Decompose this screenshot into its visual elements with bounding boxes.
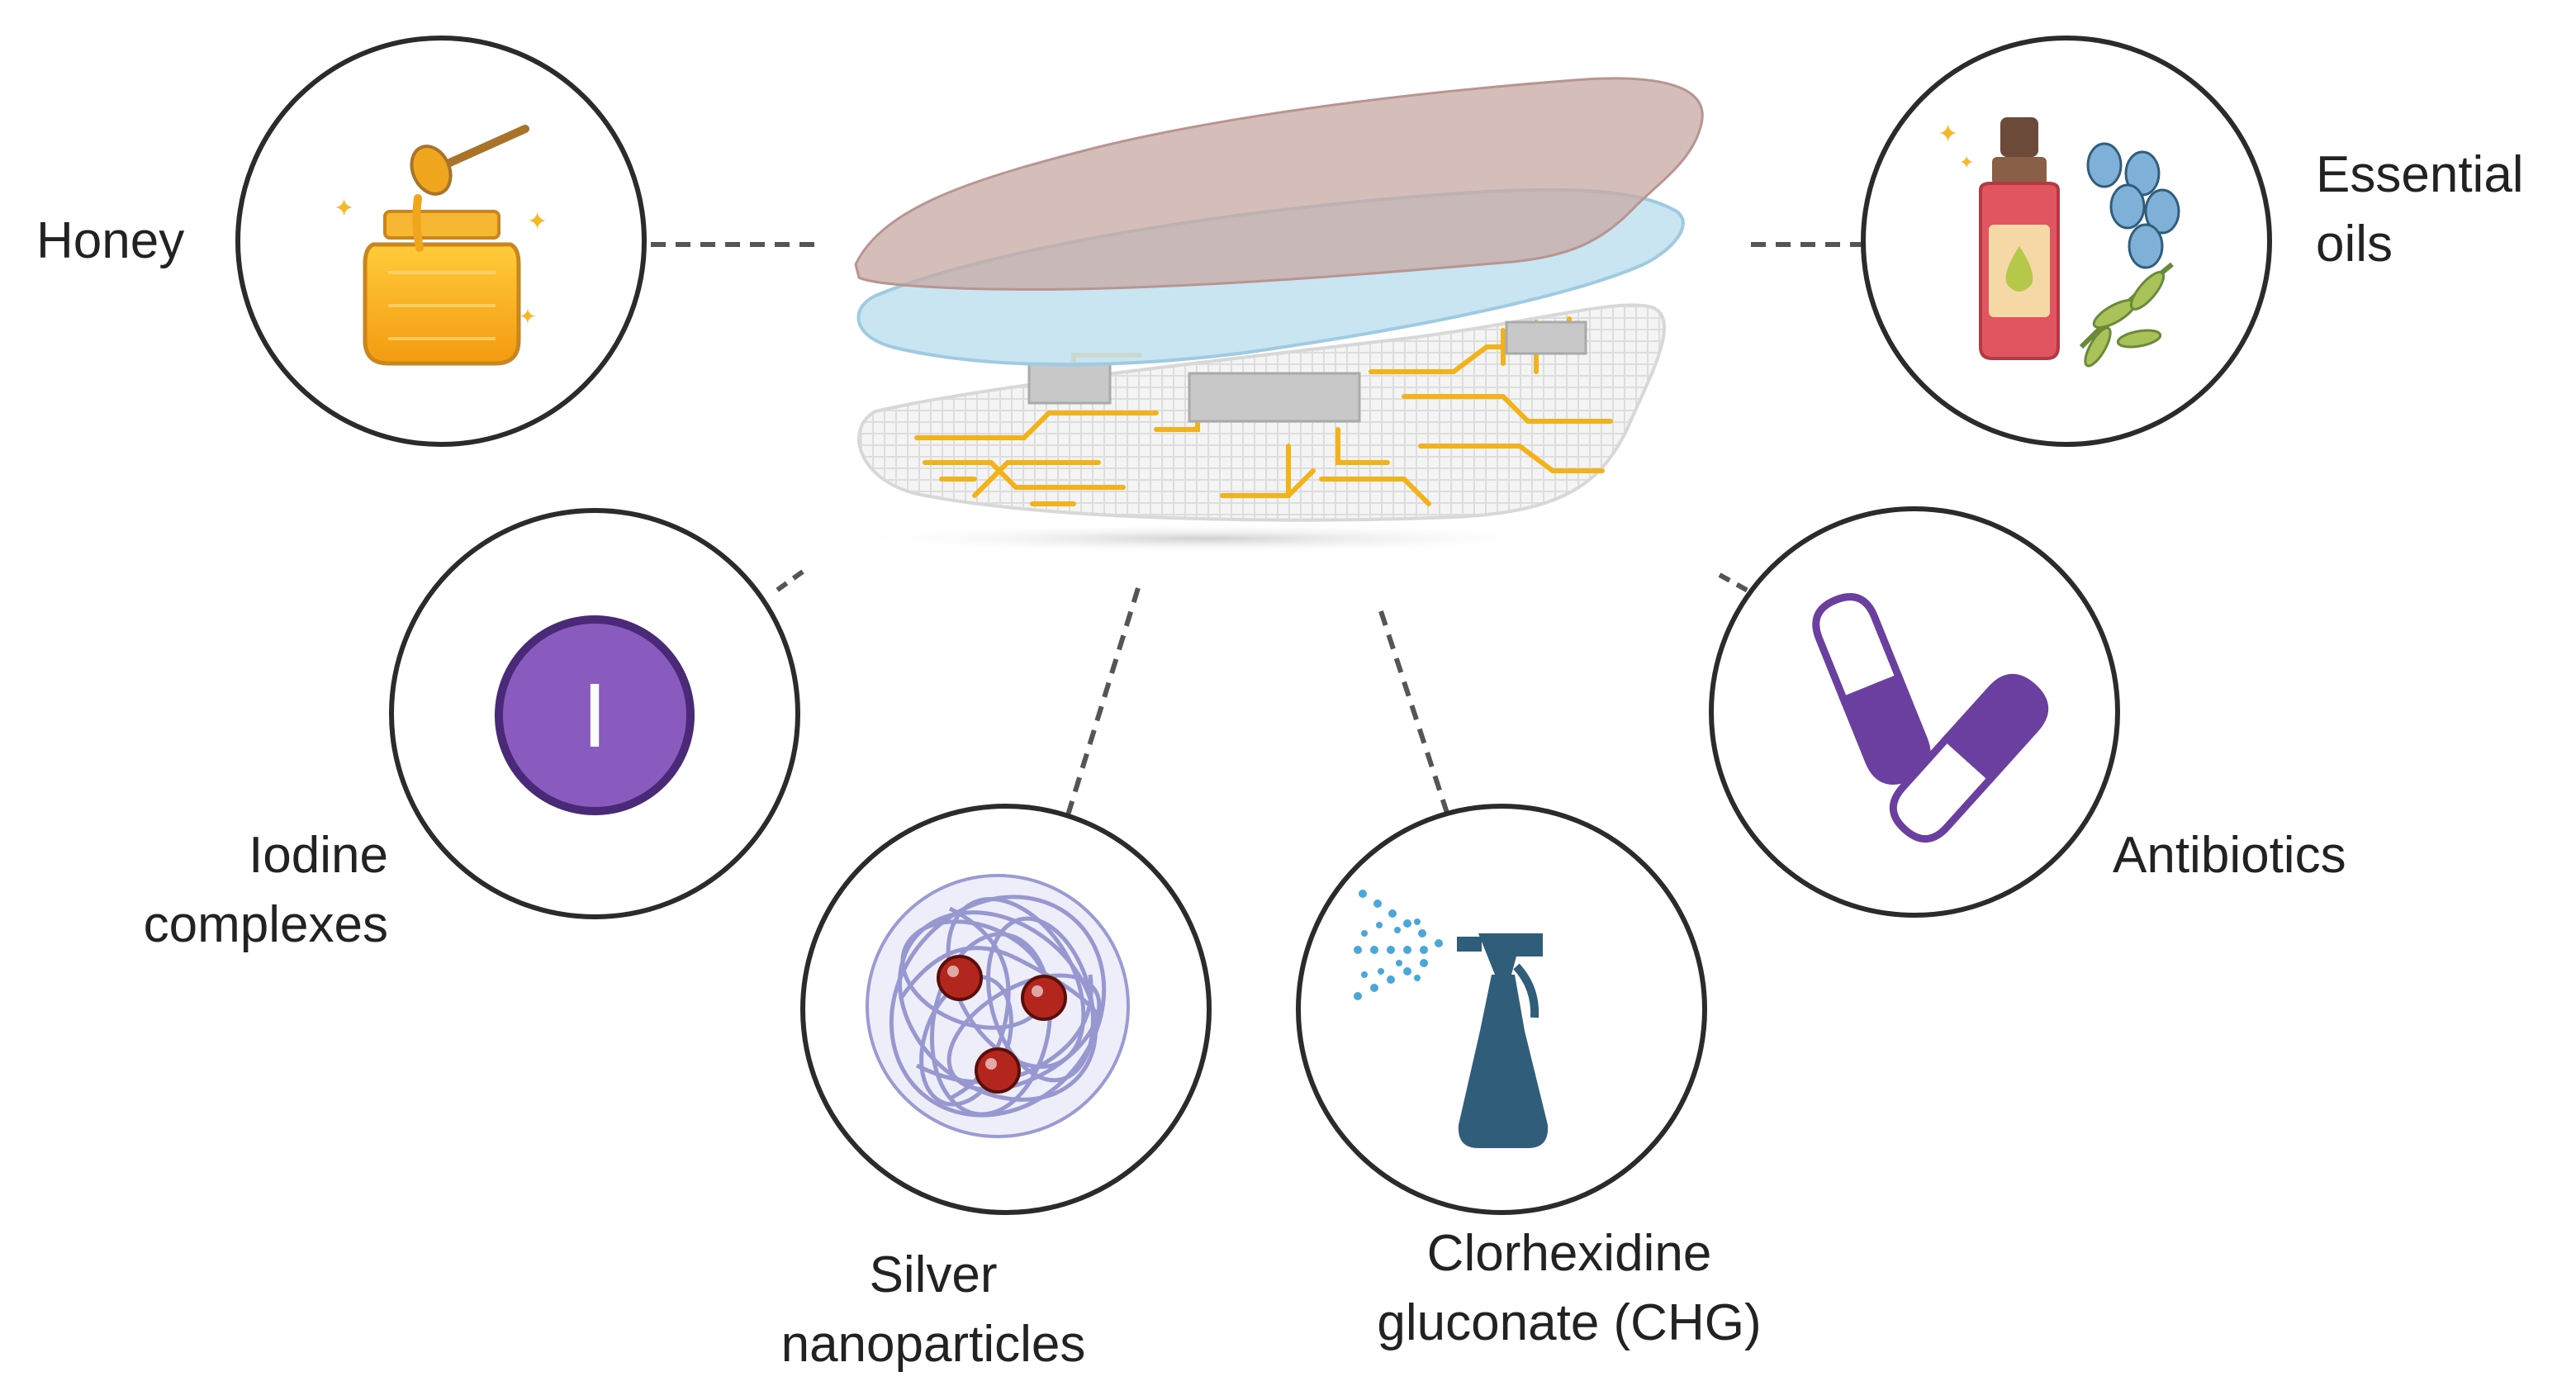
label-iodine-line2: complexes [143,896,388,953]
connector-antibiotics [1718,572,1751,594]
honey-circle [235,36,647,447]
label-chg: Clorhexidine gluconate (CHG) [1321,1219,1817,1358]
connector-iodine [771,569,804,596]
capsule-1-icon [1812,593,1905,705]
nanoparticle-3 [975,1047,1021,1094]
essential-oil-bottle-icon: ✦ ✦ [1938,117,2180,368]
iodine-icon [495,615,695,815]
label-antibiotics: Antibiotics [2113,821,2346,890]
spray-bottle-icon [1354,890,1549,1148]
capsules-icon [1812,593,2049,843]
spray-mist [1354,890,1443,1000]
svg-text:✦: ✦ [519,304,537,329]
label-silver-line1: Silver [869,1246,998,1303]
bandage-top-layer [854,77,1704,291]
label-antibiotics-text: Antibiotics [2113,827,2346,884]
label-essential-oils-line1: Essential [2316,146,2524,203]
sensor-pad-1 [1027,362,1112,405]
label-essential-oils: Essential oils [2316,140,2524,279]
nanoparticle-2 [1021,975,1067,1021]
label-iodine-line1: Iodine [249,827,388,884]
essential-oils-circle [1861,36,2272,447]
smart-bandage-layers [842,77,1704,553]
capsule-2-icon [1941,673,2049,784]
label-honey: Honey [36,206,184,276]
svg-text:✦: ✦ [1959,152,1974,173]
honey-jar-icon: ✦ ✦ ✦ [334,125,548,366]
honey-node: ✦ ✦ ✦ [235,36,647,447]
label-chg-line2: gluconate (CHG) [1377,1294,1762,1351]
connector-chg [1378,610,1449,814]
label-silver-line2: nanoparticles [780,1316,1086,1373]
silver-node [800,804,1212,1215]
essential-oils-node: ✦ ✦ [1861,36,2272,447]
svg-text:✦: ✦ [527,208,548,235]
label-honey-text: Honey [36,212,185,269]
label-silver: Silver nanoparticles [727,1241,1140,1379]
sensor-pad-2 [1188,372,1361,423]
connector-lines [651,242,1863,819]
label-essential-oils-line2: oils [2316,216,2393,273]
svg-text:✦: ✦ [1938,121,1958,148]
sensor-pad-3 [1505,320,1587,355]
svg-text:✦: ✦ [334,195,354,222]
chg-node [1296,804,1707,1215]
iodine-symbol: I [582,665,608,767]
bandage-shadow [842,524,1569,553]
iodine-node: I [389,508,800,919]
label-iodine: Iodine complexes [79,821,388,960]
antibiotics-node [1709,506,2120,918]
silver-nanoparticle-icon [866,874,1130,1138]
connector-silver [1065,587,1141,819]
nanoparticle-1 [937,955,983,1001]
label-chg-line1: Clorhexidine [1426,1225,1712,1282]
